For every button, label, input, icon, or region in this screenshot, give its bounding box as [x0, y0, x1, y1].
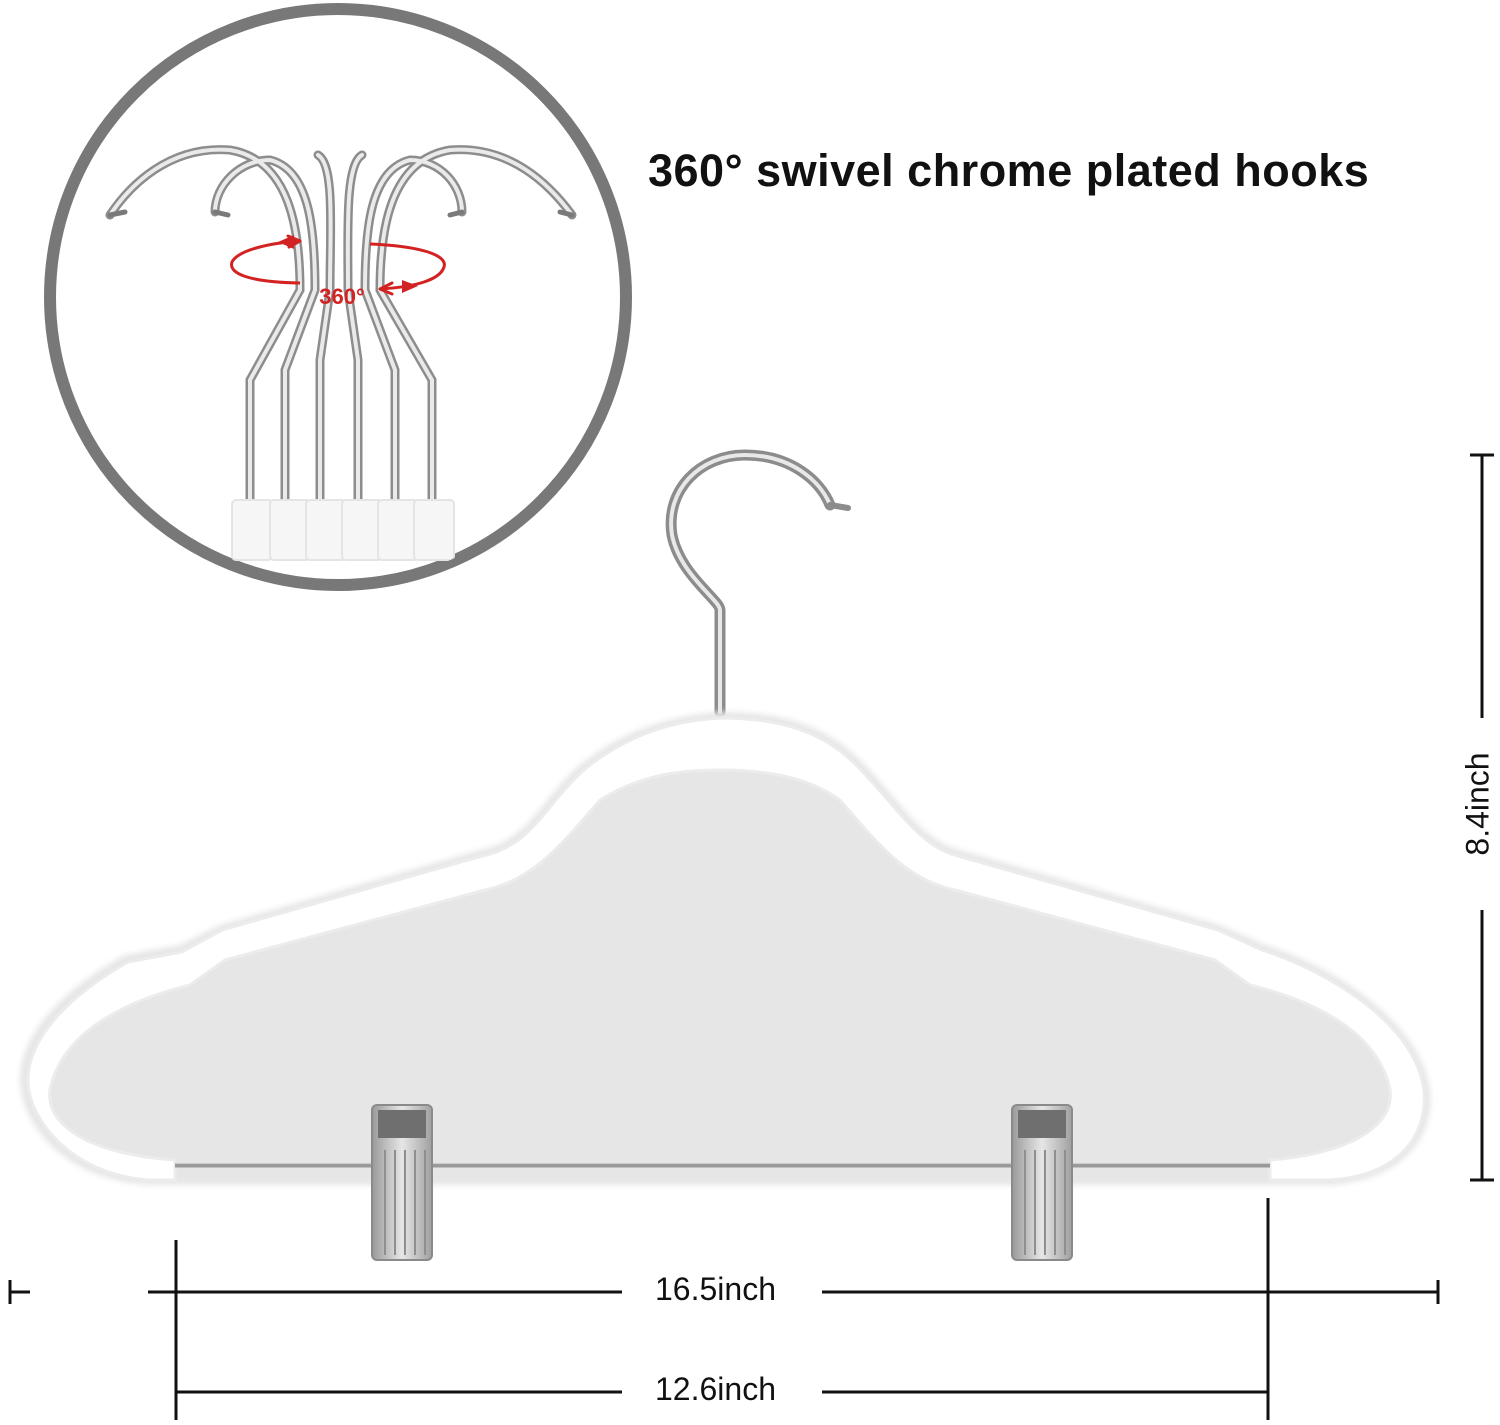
clip-icon — [371, 1104, 433, 1261]
hanger-icon — [20, 449, 1431, 1261]
bar-width-label: 12.6inch — [655, 1371, 776, 1407]
height-label: 8.4inch — [1459, 752, 1496, 856]
rotation-arrow-icon — [230, 234, 446, 296]
swivel-hook-detail-icon — [44, 3, 632, 591]
overall-width-label: 16.5inch — [655, 1271, 776, 1307]
clip-icon — [1011, 1104, 1073, 1261]
rotation-label: 360° — [319, 284, 365, 309]
dimension-lines — [8, 453, 1494, 1420]
headline: 360° swivel chrome plated hooks — [648, 145, 1370, 196]
